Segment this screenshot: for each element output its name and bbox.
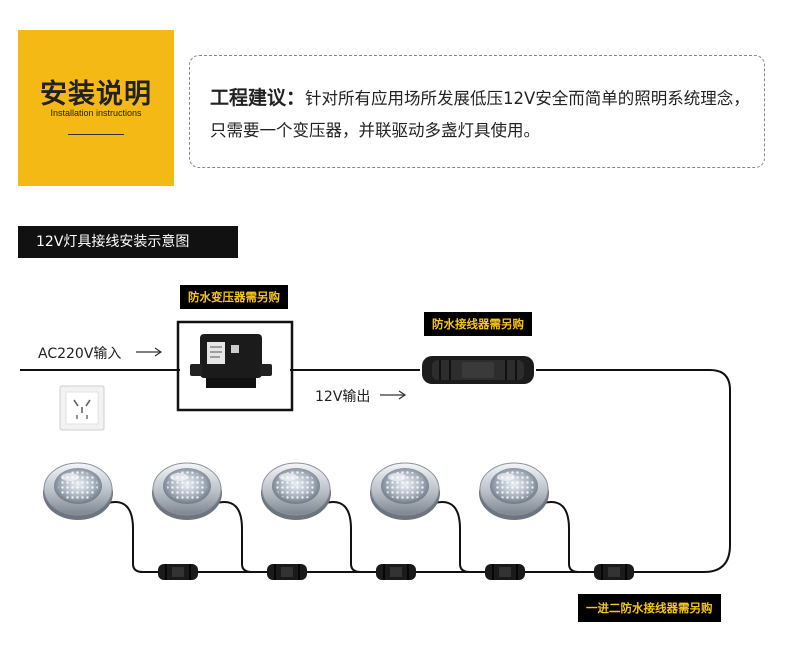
transformer-tag: 防水变压器需另购 (180, 285, 288, 309)
connector-tag: 防水接线器需另购 (424, 312, 532, 336)
lamp-cable (325, 501, 362, 573)
advice-label: 工程建议： (210, 87, 306, 109)
wall-socket-icon (59, 385, 105, 431)
lamp-cable (543, 501, 580, 573)
advice-box: 工程建议：针对所有应用场所发展低压12V安全而简单的照明系统理念，只需要一个变压… (189, 55, 765, 168)
splitter-connector (376, 564, 416, 580)
advice-text-block: 工程建议：针对所有应用场所发展低压12V安全而简单的照明系统理念，只需要一个变压… (210, 82, 758, 147)
output-label: 12V输出 (315, 389, 371, 405)
splitter-tag: 一进二防水接线器需另购 (578, 594, 721, 622)
arrow-right-icon (136, 347, 163, 357)
lamp-cable (107, 501, 144, 573)
advice-body: 针对所有应用场所发展低压12V安全而简单的照明系统理念，只需要一个变压器，并联驱… (210, 89, 750, 140)
section-title: 12V灯具接线安装示意图 (18, 226, 238, 258)
splitter-connector (485, 564, 525, 580)
pool-lamp-icon (479, 462, 549, 520)
transformer-icon (190, 334, 272, 388)
lamp-cable (434, 501, 471, 573)
arrow-right-icon (380, 390, 407, 400)
splitter-connector (594, 564, 634, 580)
lamp-cable (216, 501, 253, 573)
pool-lamp-icon (370, 462, 440, 520)
pool-lamp-icon (152, 462, 222, 520)
pool-lamp-icon (43, 462, 113, 520)
splitter-connector (158, 564, 198, 580)
header-title: 安装说明 (40, 79, 152, 110)
input-label: AC220V输入 (38, 346, 122, 362)
header-subtitle: Installation instructions (50, 108, 142, 118)
splitter-connector (267, 564, 307, 580)
header-divider (68, 134, 124, 135)
pool-lamp-icon (261, 462, 331, 520)
header-badge: 安装说明 Installation instructions (18, 30, 174, 186)
transformer-frame (176, 320, 294, 412)
cable-connector-icon (422, 356, 534, 384)
